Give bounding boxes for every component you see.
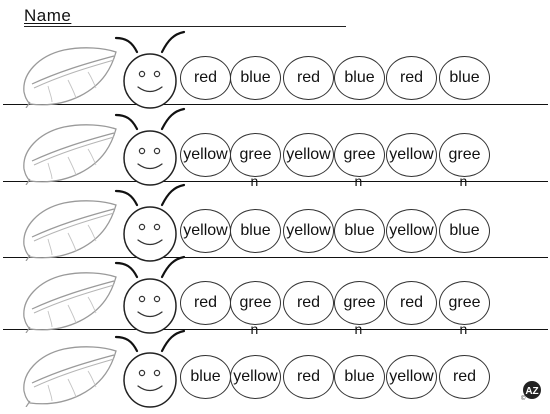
segment-word: gree [239, 146, 272, 163]
caterpillar-segment[interactable]: gree n [230, 133, 281, 188]
segment-word: yellow [233, 368, 278, 385]
az-logo-text: AZ [525, 386, 538, 397]
caterpillar-segment[interactable]: blue [439, 56, 490, 100]
segment-word: blue [449, 222, 480, 239]
segment-word: blue [190, 368, 221, 385]
row-separator-line [3, 329, 548, 330]
segment-word: red [193, 294, 218, 311]
leaf-icon [18, 121, 118, 186]
segment-word: yellow [389, 368, 434, 385]
overflow-letter: n [459, 173, 468, 189]
leaf-icon [18, 44, 118, 109]
caterpillar-segment[interactable]: red [386, 281, 437, 325]
segment-word: yellow [389, 146, 434, 163]
name-label: Name [24, 6, 72, 25]
caterpillar-segment[interactable]: red [283, 355, 334, 399]
caterpillar-segment[interactable]: red [180, 281, 231, 325]
segment-word: yellow [286, 146, 331, 163]
caterpillar-segment[interactable]: gree n [230, 281, 281, 336]
caterpillar-segment[interactable]: blue [180, 355, 231, 399]
segment-word: gree [448, 146, 481, 163]
caterpillar-segment[interactable]: red [283, 281, 334, 325]
segment-word: blue [449, 69, 480, 86]
segment-word: blue [240, 222, 271, 239]
row-separator-line [3, 104, 548, 105]
caterpillar-segment[interactable]: gree n [439, 281, 490, 336]
caterpillar-segment[interactable]: gree n [439, 133, 490, 188]
caterpillar-head-icon [112, 95, 187, 187]
overflow-letter: n [250, 321, 259, 337]
caterpillar-segment[interactable]: blue [230, 209, 281, 253]
caterpillar-segment[interactable]: yellow [386, 133, 437, 177]
segment-word: gree [239, 294, 272, 311]
caterpillar-segment[interactable]: red [386, 56, 437, 100]
row-separator-line [3, 181, 548, 182]
overflow-letter: n [459, 321, 468, 337]
caterpillar-segment[interactable]: yellow [386, 355, 437, 399]
segment-word: red [296, 69, 321, 86]
svg-text:©: © [521, 395, 526, 401]
segment-word: red [193, 69, 218, 86]
segment-word: red [296, 294, 321, 311]
segment-word: red [296, 368, 321, 385]
caterpillar-segment[interactable]: red [439, 355, 490, 399]
name-line [24, 26, 346, 27]
caterpillar-segment[interactable]: yellow [180, 209, 231, 253]
caterpillar-segment[interactable]: red [180, 56, 231, 100]
segment-word: blue [344, 69, 375, 86]
segment-word: yellow [389, 222, 434, 239]
caterpillar-segment[interactable]: yellow [386, 209, 437, 253]
segment-word: yellow [183, 146, 228, 163]
leaf-icon [18, 197, 118, 262]
caterpillar-segment[interactable]: blue [230, 56, 281, 100]
caterpillar-segment[interactable]: gree n [334, 281, 385, 336]
segment-word: red [399, 294, 424, 311]
caterpillar-segment[interactable]: blue [334, 209, 385, 253]
caterpillar-segment[interactable]: yellow [283, 133, 334, 177]
row-separator-line [3, 257, 548, 258]
segment-word: red [399, 69, 424, 86]
segment-word: gree [448, 294, 481, 311]
segment-word: blue [344, 368, 375, 385]
caterpillar-segment[interactable]: blue [439, 209, 490, 253]
caterpillar-segment[interactable]: yellow [180, 133, 231, 177]
overflow-letter: n [250, 173, 259, 189]
segment-word: blue [344, 222, 375, 239]
caterpillar-segment[interactable]: blue [334, 56, 385, 100]
overflow-letter: n [354, 321, 363, 337]
caterpillar-segment[interactable]: red [283, 56, 334, 100]
caterpillar-head-icon [112, 317, 187, 409]
caterpillar-segment[interactable]: gree n [334, 133, 385, 188]
segment-word: gree [343, 294, 376, 311]
segment-word: blue [240, 69, 271, 86]
caterpillar-segment[interactable]: yellow [230, 355, 281, 399]
caterpillar-head-icon [112, 18, 187, 110]
caterpillar-segment[interactable]: yellow [283, 209, 334, 253]
segment-word: yellow [183, 222, 228, 239]
segment-word: red [452, 368, 477, 385]
segment-word: yellow [286, 222, 331, 239]
leaf-icon [18, 343, 118, 408]
segment-word: gree [343, 146, 376, 163]
az-logo-icon: AZ © [520, 379, 542, 402]
caterpillar-segment[interactable]: blue [334, 355, 385, 399]
leaf-icon [18, 269, 118, 334]
overflow-letter: n [354, 173, 363, 189]
caterpillar-head-icon [112, 243, 187, 335]
caterpillar-head-icon [112, 171, 187, 263]
